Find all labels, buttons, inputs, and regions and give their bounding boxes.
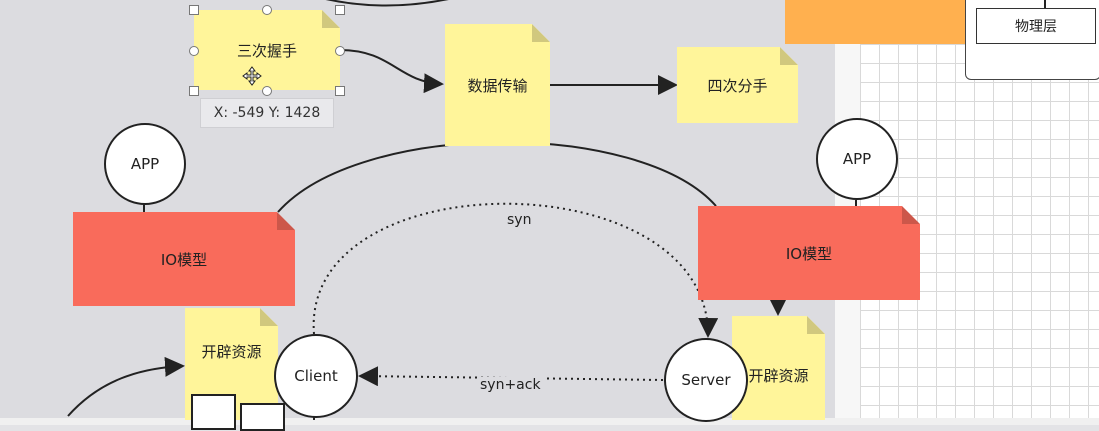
physical-layer-label: 物理层	[1015, 19, 1057, 35]
selection-handle[interactable]	[335, 5, 345, 15]
client-circle[interactable]: Client	[274, 334, 358, 418]
io-model-right-label: IO模型	[785, 244, 833, 263]
buffer-box[interactable]	[240, 403, 285, 431]
alloc-right-label: 开辟资源	[748, 366, 809, 385]
coordinate-tooltip: X: -549 Y: 1428	[200, 98, 334, 128]
selection-handle[interactable]	[335, 86, 345, 96]
app-right-label: APP	[842, 150, 872, 168]
io-model-left-note[interactable]: IO模型	[73, 212, 295, 306]
server-circle[interactable]: Server	[664, 338, 748, 422]
app-left-label: APP	[130, 155, 160, 173]
selection-handle[interactable]	[335, 46, 345, 56]
selection-handle[interactable]	[189, 5, 199, 15]
three-way-handshake-note[interactable]: 三次握手	[194, 10, 340, 90]
client-label: Client	[294, 367, 338, 385]
four-way-handshake-label: 四次分手	[707, 76, 768, 95]
syn-ack-edge-label[interactable]: syn+ack	[477, 377, 544, 393]
io-model-left-label: IO模型	[160, 250, 208, 269]
selection-handle[interactable]	[189, 86, 199, 96]
alloc-left-label: 开辟资源	[201, 342, 262, 361]
alloc-right-note[interactable]: 开辟资源	[732, 316, 825, 420]
data-transfer-note[interactable]: 数据传输	[445, 24, 550, 146]
app-left-circle[interactable]: APP	[104, 123, 186, 205]
io-model-right-note[interactable]: IO模型	[698, 206, 920, 300]
selection-handle[interactable]	[262, 5, 272, 15]
selection-handle[interactable]	[189, 46, 199, 56]
four-way-handshake-note[interactable]: 四次分手	[677, 47, 798, 123]
data-transfer-label: 数据传输	[467, 76, 528, 95]
selection-handle[interactable]	[262, 86, 272, 96]
move-cursor-icon	[242, 66, 262, 86]
server-label: Server	[681, 371, 731, 389]
buffer-box[interactable]	[191, 394, 236, 430]
app-right-circle[interactable]: APP	[816, 118, 898, 200]
bottom-strip	[0, 418, 1099, 425]
physical-layer-box[interactable]: 物理层	[976, 8, 1096, 44]
orange-shape[interactable]	[785, 0, 965, 44]
syn-edge-label[interactable]: syn	[504, 212, 535, 228]
three-way-handshake-label: 三次握手	[236, 41, 297, 60]
